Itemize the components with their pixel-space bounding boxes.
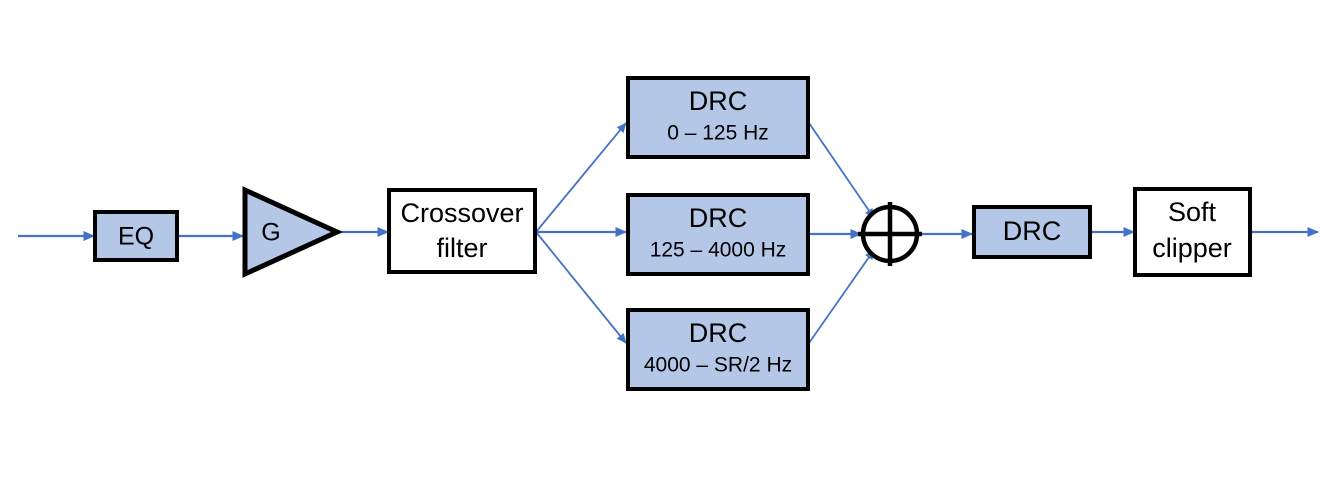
block-drc-master-shape	[972, 205, 1092, 259]
block-eq-label: EQ	[118, 223, 154, 251]
block-drc-low-label: DRC	[689, 86, 748, 116]
block-crossover-filter-label-line1: Crossover	[400, 198, 523, 228]
block-drc-mid-label: DRC	[689, 203, 748, 233]
block-drc-master[interactable]: DRC	[972, 205, 1092, 259]
block-drc-low-shape	[626, 76, 810, 159]
block-gain-label: G	[261, 219, 280, 247]
block-eq-shape	[93, 210, 179, 262]
summing-node[interactable]	[858, 202, 922, 266]
block-soft-clipper-label-line1: Soft	[1168, 197, 1217, 227]
block-drc-high-range: 4000 – SR/2 Hz	[644, 354, 792, 377]
edge-drc-high-to-summer	[808, 249, 875, 344]
block-drc-high[interactable]: DRC 4000 – SR/2 Hz	[626, 308, 810, 391]
block-gain-shape	[242, 186, 344, 278]
block-crossover-filter-shape	[387, 188, 537, 274]
block-drc-mid-range: 125 – 4000 Hz	[650, 239, 787, 262]
block-drc-low-range: 0 – 125 Hz	[667, 122, 769, 145]
block-drc-master-label: DRC	[1003, 216, 1062, 246]
edge-crossover-to-drc-low	[535, 122, 627, 233]
block-gain[interactable]: G	[242, 186, 344, 278]
edge-drc-low-to-summer	[808, 122, 875, 219]
block-crossover-filter-label-line2: filter	[436, 233, 487, 263]
block-soft-clipper-label-line2: clipper	[1152, 233, 1232, 263]
block-soft-clipper-shape	[1133, 187, 1252, 277]
block-drc-low[interactable]: DRC 0 – 125 Hz	[626, 76, 810, 159]
block-drc-mid-shape	[626, 193, 810, 276]
block-drc-mid[interactable]: DRC 125 – 4000 Hz	[626, 193, 810, 276]
block-drc-high-shape	[626, 308, 810, 391]
edge-crossover-to-drc-high	[535, 231, 627, 344]
block-eq[interactable]: EQ	[93, 210, 179, 262]
block-drc-high-label: DRC	[689, 318, 748, 348]
block-crossover-filter[interactable]: Crossover filter	[387, 188, 537, 274]
block-soft-clipper[interactable]: Soft clipper	[1133, 187, 1252, 277]
